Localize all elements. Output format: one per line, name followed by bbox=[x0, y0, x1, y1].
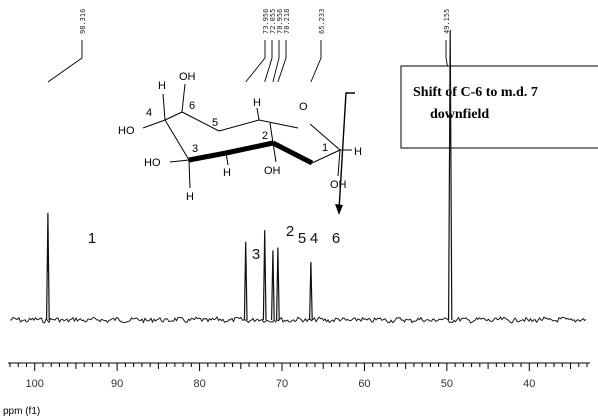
carbon-label-4: 4 bbox=[146, 107, 152, 119]
annotation-line-2: downfield bbox=[430, 107, 489, 122]
annotation-line-1: Shift of C-6 to m.d. 7 bbox=[413, 85, 538, 100]
spectrum-trace bbox=[9, 316, 587, 324]
peak-assignment: 5 bbox=[298, 230, 306, 247]
carbon-label-3: 3 bbox=[192, 143, 198, 155]
structure-labels: OH H 6 4 HO 5 H O HO 3 2 1 H H H OH OH bbox=[118, 71, 362, 203]
peak-leader-line bbox=[264, 40, 273, 83]
peak-assignment: 1 bbox=[88, 230, 96, 247]
x-tick-label: 100 bbox=[26, 378, 44, 390]
peak-shift-label: 70.218 bbox=[283, 9, 291, 34]
oh-label-c6: OH bbox=[179, 71, 196, 83]
x-tick-label: 70 bbox=[276, 378, 288, 390]
peak-leader-line bbox=[310, 40, 322, 83]
h-label-c3-down: H bbox=[186, 191, 194, 203]
ring-oxygen-label: O bbox=[299, 101, 308, 113]
x-tick-label: 80 bbox=[193, 378, 205, 390]
spectrum-peak bbox=[448, 29, 453, 321]
spectrum-peak bbox=[243, 241, 248, 321]
oh-label-c2: OH bbox=[264, 165, 281, 177]
x-tick-label: 50 bbox=[441, 378, 453, 390]
carbon-label-6: 6 bbox=[189, 100, 195, 112]
peak-shift-label: 49.155 bbox=[443, 9, 451, 34]
spectrum-peak bbox=[271, 250, 275, 321]
spectrum-peak bbox=[276, 247, 280, 321]
peak-assignment: 3 bbox=[252, 246, 260, 263]
annotation-arrow bbox=[335, 92, 355, 215]
x-tick-label: 90 bbox=[111, 378, 123, 390]
peak-shift-label: 70.956 bbox=[276, 9, 284, 34]
spectrum-peak bbox=[262, 230, 267, 321]
carbon-label-5: 5 bbox=[212, 117, 218, 129]
carbon-label-2: 2 bbox=[262, 130, 268, 142]
x-tick-label: 60 bbox=[358, 378, 370, 390]
x-tick-label: 40 bbox=[523, 378, 535, 390]
h-label-c2-down: H bbox=[223, 167, 231, 179]
peak-shift-label: 98.316 bbox=[79, 9, 87, 34]
carbon-label-1: 1 bbox=[322, 142, 328, 154]
x-axis-label: ppm (f1) bbox=[3, 406, 40, 417]
peak-assignment: 2 bbox=[286, 223, 294, 240]
peak-leader-line bbox=[277, 40, 287, 83]
peak-shift-label: 72.055 bbox=[269, 9, 277, 34]
peak-assignment: 4 bbox=[310, 230, 318, 247]
peak-shift-label: 73.956 bbox=[262, 9, 270, 34]
spectrum-peak bbox=[309, 261, 313, 321]
h-label-c5: H bbox=[253, 97, 261, 109]
annotation-box bbox=[400, 65, 598, 149]
peak-shift-label: 65.233 bbox=[318, 9, 326, 34]
shift-annotation: Shift of C-6 to m.d. 7 downfield bbox=[400, 65, 598, 149]
oh-label-c1: OH bbox=[330, 179, 347, 191]
spectrum-peak bbox=[46, 212, 50, 321]
h-label-c4: H bbox=[158, 80, 166, 92]
ho-label-c4: HO bbox=[118, 125, 135, 137]
peak-leader-line bbox=[47, 40, 83, 83]
x-axis-ticks: 100 90 80 70 60 50 40 bbox=[9, 363, 588, 390]
spectrum-peaks bbox=[46, 29, 453, 321]
peak-leader-line bbox=[245, 40, 266, 83]
peak-assignment: 6 bbox=[332, 230, 340, 247]
peak-leader-line bbox=[272, 40, 280, 83]
glucose-chair-structure bbox=[142, 83, 352, 189]
h-label-c1: H bbox=[354, 146, 362, 158]
ho-label-c3: HO bbox=[144, 157, 161, 169]
